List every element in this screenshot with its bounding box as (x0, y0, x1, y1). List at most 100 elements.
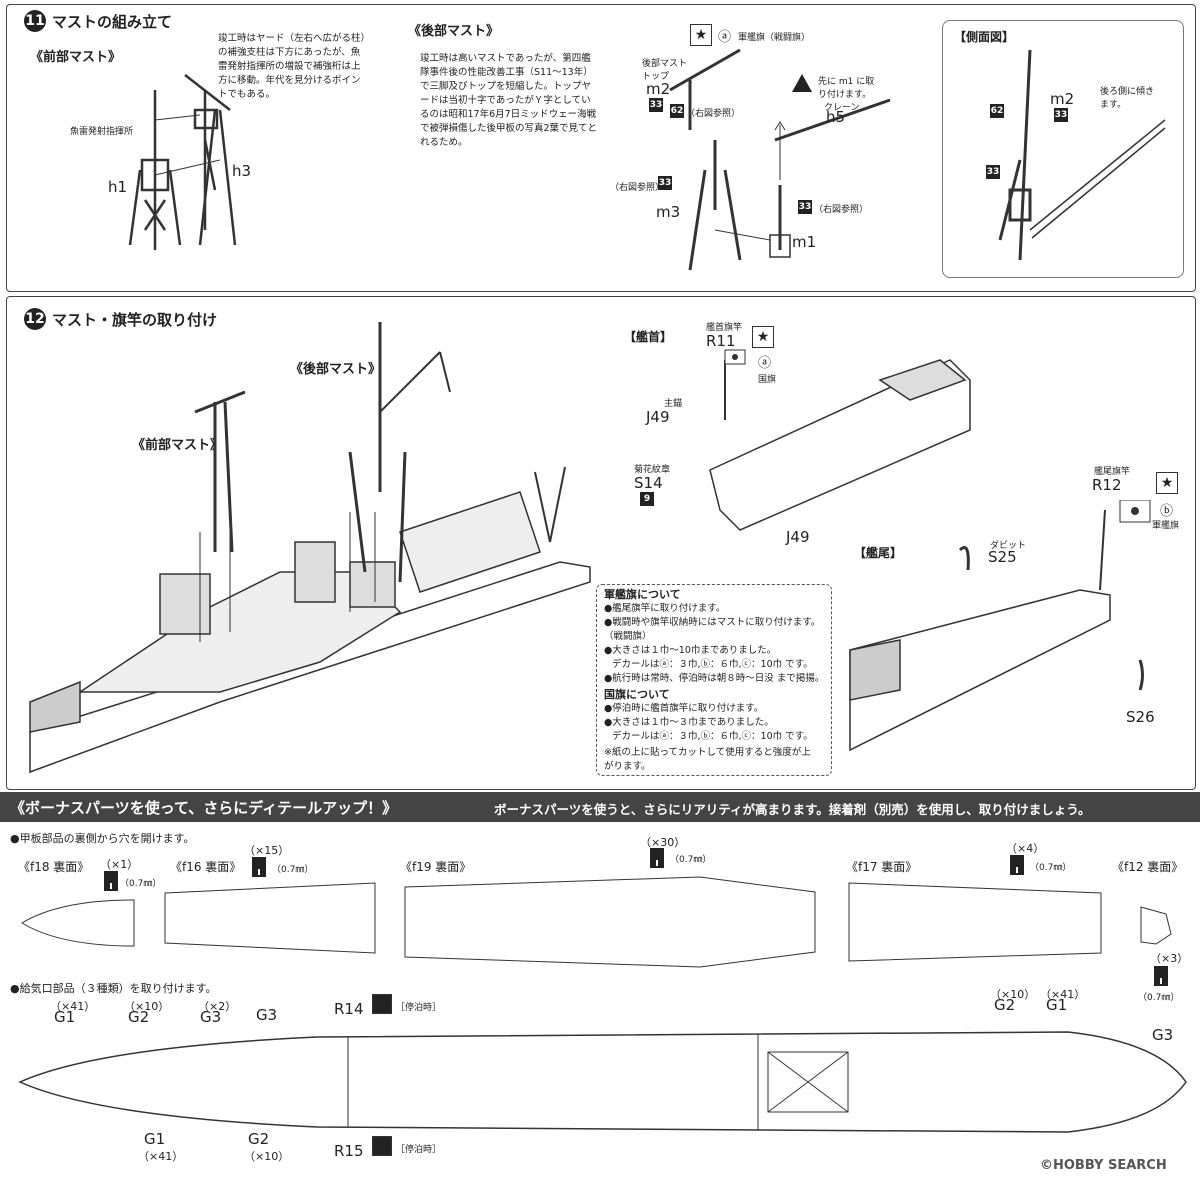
bow-heading: 【艦首】 (624, 330, 673, 344)
f17-count: （×4） (1006, 842, 1045, 855)
step12-header: 12 マスト・旗竿の取り付け (24, 308, 217, 330)
ref-label-1: （右図参照） (686, 109, 741, 119)
vent-g1-label: G1 (54, 1008, 76, 1026)
caution-note: 先に m1 に取り付けます。 (818, 77, 875, 100)
deck-g2-right-count: （×10） (990, 988, 1036, 1001)
r15-flag-icon (372, 1136, 392, 1156)
star-flag-icon-bow: ★ (752, 326, 774, 348)
deck-r14-note: ［停泊時］ (396, 1003, 442, 1013)
part-h1: h1 (108, 178, 128, 196)
part-m2: m2 (646, 80, 671, 98)
f17-label: 《f17 裏面》 (846, 860, 918, 874)
bonus-banner-text: ボーナスパーツを使うと、さらにリアリティが高まります。接着剤（別売）を使用し、取… (494, 802, 1091, 817)
f16-label: 《f16 裏面》 (170, 860, 242, 874)
part-s25: S25 (988, 548, 1017, 566)
step11-header: 11 マストの組み立て (24, 10, 172, 32)
f12-count: （×3） (1150, 952, 1189, 965)
naval-flag-heading: 軍艦旗について (604, 588, 681, 601)
ship-assembly-drawing (29, 322, 591, 774)
naval-flag-label: 軍艦旗（戦闘旗） (738, 33, 811, 43)
f19-part (404, 876, 816, 968)
deck-g2-left-count: （×10） (244, 1150, 290, 1163)
side-view-note: 後ろ側に傾きます。 (1100, 87, 1155, 110)
bonus-banner-title: 《ボーナスパーツを使って、さらにディテールアップ！》 (10, 799, 398, 817)
part-m1: m1 (792, 233, 817, 251)
deck-g2-right: G2 (994, 996, 1016, 1014)
part-s26: S26 (1126, 708, 1155, 726)
front-mast-drawing (128, 74, 237, 250)
ref-label-3: （右図参照） (814, 205, 869, 215)
f17-part (848, 882, 1102, 962)
davit-caption: ダビット (990, 541, 1027, 551)
national-line-2: デカールはⓐ：３巾,ⓑ：６巾,ⓒ：10巾 です。 (612, 731, 813, 742)
f18-label: 《f18 裏面》 (18, 860, 90, 874)
stern-flag-name: 軍艦旗 (1152, 521, 1180, 531)
torpedo-director-callout: 魚雷発射指揮所 (70, 127, 134, 137)
f17-size: （0.7㎜） (1030, 863, 1072, 873)
stern-heading: 【艦尾】 (854, 546, 903, 560)
f16-count: （×15） (244, 844, 290, 857)
side-view-box (942, 20, 1184, 278)
part-j49-top: J49 (646, 408, 670, 426)
flag-circle-a: ⓐ (718, 30, 732, 45)
part-h5: h5 (826, 108, 846, 126)
deck-g1-left-count: （×41） (138, 1150, 184, 1163)
bow-crest-code: 9 (640, 492, 654, 506)
bow-drawing (709, 349, 971, 531)
vent-g2-count: （×10） (124, 1000, 170, 1013)
deck-r15: R15 (334, 1142, 364, 1160)
r14-flag-icon (372, 994, 392, 1014)
vent-g3-label: G3 (200, 1008, 222, 1026)
drill-icon-f12 (1154, 966, 1168, 986)
drill-icon-f16 (252, 857, 266, 877)
deck-r15-note: ［停泊時］ (396, 1145, 442, 1155)
bow-flag-circle: ⓐ (758, 356, 772, 371)
flag-notes-box (596, 584, 832, 776)
deck-g1-right-count: （×41） (1040, 988, 1086, 1001)
naval-line-5: ●航行時は常時、停泊時は朝８時～日没 まで掲揚。 (604, 673, 825, 684)
f19-label: 《f19 裏面》 (400, 860, 472, 874)
stern-flag-circle: ⓑ (1160, 504, 1174, 519)
side-view-heading: 【側面図】 (954, 30, 1015, 44)
rear-mast-heading: 《後部マスト》 (408, 24, 500, 39)
part-r11: R11 (706, 332, 736, 350)
part-j49-bottom: J49 (786, 528, 810, 546)
warning-triangle-icon (792, 74, 812, 92)
deck-g3-left: G3 (256, 1006, 278, 1024)
f19-size: （0.7㎜） (670, 855, 712, 865)
naval-line-3: ●大きさは１巾～10巾までありました。 (604, 645, 777, 656)
f12-label: 《f12 裏面》 (1112, 860, 1184, 874)
front-mast-label-12: 《前部マスト》 (132, 438, 224, 453)
drill-icon-f17 (1010, 855, 1024, 875)
ref-label-2: （右図参照） (610, 183, 665, 193)
deck-g1-right: G1 (1046, 996, 1068, 1014)
bow-flag-name: 国旗 (758, 375, 777, 385)
step11-number: 11 (24, 10, 46, 32)
rear-mast-drawing (669, 48, 891, 271)
front-mast-note: 竣工時はヤード（左右へ広がる柱）の補強支柱は下方にあったが、魚雷発射指揮所の増設… (218, 33, 366, 100)
star-flag-icon: ★ (690, 24, 712, 46)
drill-icon-f18 (104, 871, 118, 891)
vent-g1-count: （×41） (50, 1000, 96, 1013)
part-m3: m3 (656, 203, 681, 221)
code-33-m3: 33 (658, 176, 672, 190)
stern-flagpole-caption: 艦尾旗竿 (1094, 467, 1131, 477)
drill-instruction: ●甲板部品の裏側から穴を開けます。 (10, 832, 195, 845)
stern-drawing (849, 500, 1151, 752)
side-code-62: 62 (990, 104, 1004, 118)
f16-part (164, 882, 376, 954)
f18-part (21, 899, 135, 947)
star-flag-icon-stern: ★ (1156, 472, 1178, 494)
f12-size: （0.7㎜） (1138, 993, 1180, 1003)
side-code-33-b: 33 (986, 165, 1000, 179)
rear-mast-top-label: 後部マストトップ (642, 59, 688, 82)
f16-size: （0.7㎜） (272, 865, 314, 875)
notes-footnote: ※紙の上に貼ってカットして使用すると強度が上がります。 (604, 747, 811, 772)
step12-number: 12 (24, 308, 46, 330)
naval-line-4: デカールはⓐ：３巾,ⓑ：６巾,ⓒ：10巾 です。 (612, 659, 813, 670)
full-deck-drawing (18, 1031, 1187, 1133)
national-flag-heading: 国旗について (604, 688, 670, 701)
bow-crest-caption: 菊花紋章 (634, 465, 671, 475)
vent-g2-label: G2 (128, 1008, 150, 1026)
bonus-banner: 《ボーナスパーツを使って、さらにディテールアップ！》 ボーナスパーツを使うと、さ… (0, 792, 1200, 822)
